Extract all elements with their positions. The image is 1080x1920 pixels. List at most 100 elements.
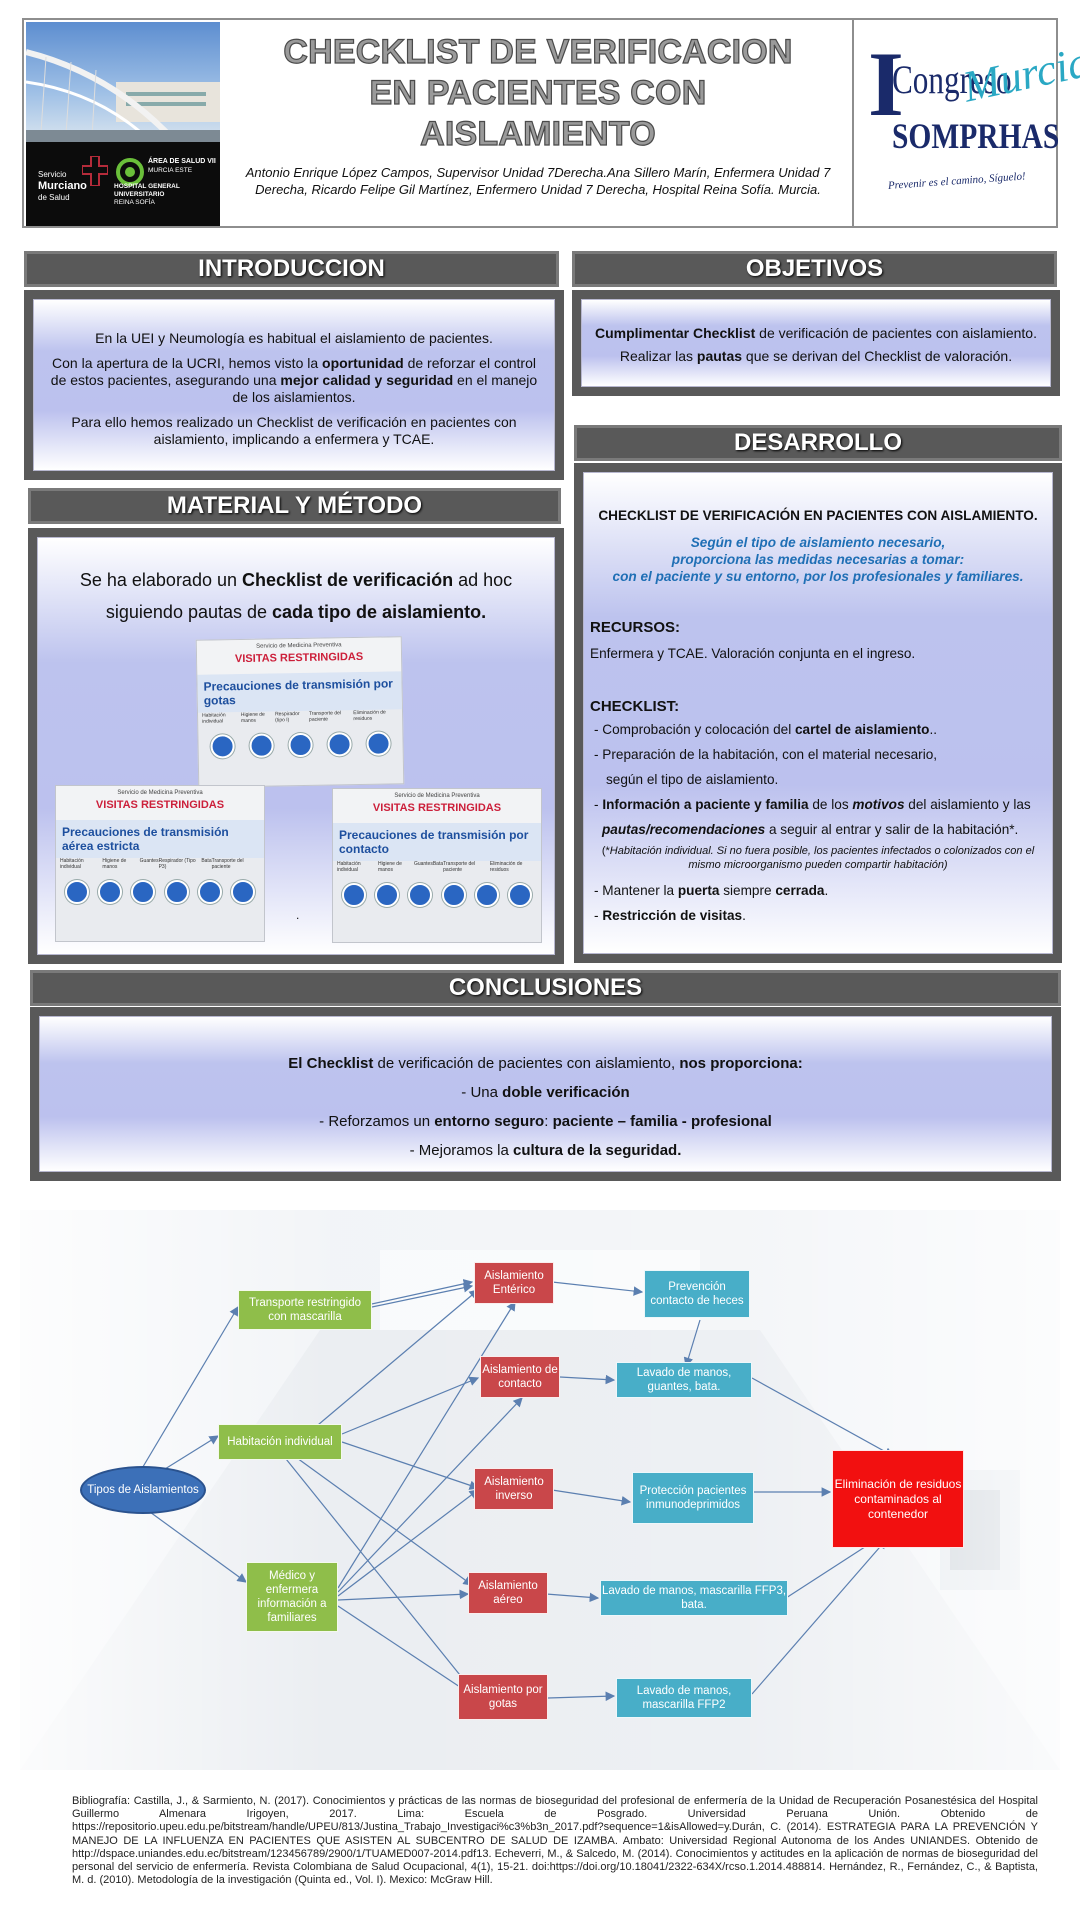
- objetivos-heading: OBJETIVOS: [572, 251, 1057, 287]
- checklist-item-5: - Restricción de visitas.: [594, 908, 746, 923]
- node-gotas: Aislamiento por gotas: [458, 1674, 548, 1720]
- conclusion-line-1: El Checklist de verificación de paciente…: [288, 1055, 803, 1072]
- sms-sub: de Salud: [38, 192, 70, 202]
- checklist-item-4: - Mantener la puerta siempre cerrada.: [594, 883, 829, 898]
- authors: Antonio Enrique López Campos, Supervisor…: [245, 165, 831, 197]
- checklist-label: CHECKLIST:: [590, 698, 680, 715]
- conclusion-line-2: - Una doble verificación: [461, 1084, 630, 1101]
- sign-restricted: VISITAS RESTRINGIDAS: [95, 799, 225, 811]
- node-contacto: Aislamiento de contacto: [480, 1356, 560, 1398]
- objetivos-text: Cumplimentar Checklist de verificación d…: [582, 300, 1050, 366]
- sign-title: Precauciones de transmisión aérea estric…: [56, 820, 264, 858]
- material-line-1: Se ha elaborado un Checklist de verifica…: [79, 570, 513, 590]
- sign-icons: [198, 721, 403, 763]
- desarrollo-subtitle: Según el tipo de aislamiento necesario, …: [612, 535, 1024, 584]
- waste-icon: [508, 883, 533, 907]
- sign-contacto: Servicio de Medicina Preventiva VISITAS …: [332, 788, 542, 943]
- wheelchair-icon: [231, 880, 256, 904]
- node-medico: Médico y enfermera información a familia…: [246, 1562, 338, 1632]
- stray-dot: .: [296, 908, 300, 922]
- sign-icons: [56, 870, 264, 908]
- sms-logo: Servicio Murciano de Salud: [38, 170, 108, 202]
- objetivos-p2: Realizar las pautas que se derivan del C…: [619, 348, 1013, 364]
- header-center: CHECKLIST DE VERIFICACION EN PACIENTES C…: [222, 20, 854, 226]
- conclusion-line-4: - Mejoramos la cultura de la seguridad.: [409, 1142, 682, 1159]
- material-text: Se ha elaborado un Checklist de verifica…: [38, 538, 554, 628]
- conclusiones-heading: CONCLUSIONES: [30, 970, 1061, 1006]
- area-salud: ÁREA DE SALUD VII: [148, 158, 216, 165]
- node-lavado-bata: Lavado de manos, guantes, bata.: [616, 1362, 752, 1398]
- node-tipos: Tipos de Aislamientos: [80, 1466, 206, 1514]
- sign-service: Servicio de Medicina Preventiva: [394, 793, 480, 799]
- bridge-illustration: [26, 49, 220, 142]
- handwash-icon: [249, 733, 274, 758]
- sign-title: Precauciones de transmisión por gotas: [197, 671, 402, 713]
- recursos-label: RECURSOS:: [590, 619, 681, 636]
- bibliography: Bibliografía: Castilla, J., & Sarmiento,…: [72, 1795, 1038, 1887]
- conclusiones-inner: El Checklist de verificación de paciente…: [39, 1016, 1052, 1172]
- door-icon: [64, 880, 89, 904]
- node-aereo: Aislamiento aéreo: [468, 1572, 548, 1614]
- congress-logo: I Congreso Murcia SOMPRHAS Prevenir es e…: [854, 20, 1080, 226]
- gloves-icon: [408, 883, 433, 907]
- sign-gotas: Servicio de Medicina Preventiva VISITAS …: [195, 636, 405, 788]
- node-lavado-ffp3: Lavado de manos, mascarilla FFP3, bata.: [600, 1580, 788, 1616]
- node-lavado-ffp2: Lavado de manos, mascarilla FFP2: [616, 1678, 752, 1718]
- wheelchair-icon: [327, 732, 352, 757]
- intro-p2: Con la apertura de la UCRI, hemos visto …: [50, 355, 538, 405]
- intro-heading: INTRODUCCION: [24, 251, 559, 287]
- desarrollo-inner: CHECKLIST DE VERIFICACIÓN EN PACIENTES C…: [583, 472, 1053, 954]
- material-heading: MATERIAL Y MÉTODO: [28, 488, 561, 524]
- sign-title: Precauciones de transmisión por contacto: [333, 823, 541, 861]
- isolation-flow-diagram: Tipos de Aislamientos Transporte restrin…: [20, 1210, 1060, 1770]
- desarrollo-heading: DESARROLLO: [574, 425, 1062, 461]
- congress-murcia: Murcia: [958, 36, 1080, 112]
- checklist-item-3: - Información a paciente y familia de lo…: [594, 797, 1031, 812]
- node-transporte: Transporte restringido con mascarilla: [238, 1290, 372, 1330]
- checklist-note: (*Habitación individual. Si no fuera pos…: [601, 845, 1035, 871]
- checklist-item-2: - Preparación de la habitación, con el m…: [594, 747, 938, 762]
- sign-captions: Habitación individual Higiene de manos G…: [337, 861, 523, 873]
- congress-roman: I: [868, 33, 904, 135]
- objetivos-panel: Cumplimentar Checklist de verificación d…: [572, 290, 1060, 396]
- desarrollo-panel: CHECKLIST DE VERIFICACIÓN EN PACIENTES C…: [574, 463, 1062, 963]
- node-eliminacion: Eliminación de residuos contaminados al …: [832, 1450, 964, 1548]
- poster-header: Servicio Murciano de Salud ÁREA DE SALUD…: [22, 18, 1080, 228]
- intro-text: En la UEI y Neumología es habitual el ai…: [34, 300, 554, 448]
- title-line-2: EN PACIENTES CON: [369, 73, 707, 112]
- sign-restricted: VISITAS RESTRINGIDAS: [234, 650, 364, 666]
- congress-somprhas: SOMPRHAS: [892, 116, 1060, 156]
- hospital-logo-icon: [116, 158, 144, 186]
- title-line-1: CHECKLIST DE VERIFICACION: [283, 32, 793, 71]
- sign-captions: Habitación individual Higiene de manos G…: [60, 858, 244, 870]
- intro-p3: Para ello hemos realizado un Checklist d…: [71, 414, 517, 447]
- gloves-icon: [131, 880, 156, 904]
- mask-icon: [288, 732, 313, 758]
- conclusiones-panel: El Checklist de verificación de paciente…: [30, 1007, 1061, 1181]
- conclusion-line-3: - Reforzamos un entorno seguro: paciente…: [319, 1113, 772, 1130]
- handwash-icon: [374, 883, 399, 907]
- handwash-icon: [97, 880, 122, 904]
- checklist-item-2b: según el tipo de aislamiento.: [606, 772, 779, 787]
- desarrollo-text: CHECKLIST DE VERIFICACIÓN EN PACIENTES C…: [584, 473, 1052, 928]
- intro-p1: En la UEI y Neumología es habitual el ai…: [95, 330, 493, 346]
- sign-aerea: Servicio de Medicina Preventiva VISITAS …: [55, 785, 265, 942]
- objetivos-inner: Cumplimentar Checklist de verificación d…: [581, 299, 1051, 387]
- header-photo: Servicio Murciano de Salud ÁREA DE SALUD…: [26, 22, 220, 226]
- intro-inner: En la UEI y Neumología es habitual el ai…: [33, 299, 555, 471]
- wheelchair-icon: [474, 883, 499, 907]
- sign-icons: [333, 873, 541, 911]
- congress-tagline: Prevenir es el camino, Síguelo!: [887, 170, 1027, 192]
- gown-icon: [441, 883, 466, 907]
- node-proteccion: Protección pacientes inmunodeprimidos: [632, 1472, 754, 1524]
- node-habitacion: Habitación individual: [218, 1424, 342, 1460]
- hospital-name: HOSPITAL GENERAL UNIVERSITARIO: [114, 182, 180, 198]
- conclusiones-text: El Checklist de verificación de paciente…: [40, 1017, 1051, 1165]
- sign-service: Servicio de Medicina Preventiva: [117, 790, 203, 796]
- congress-word: Congreso: [892, 57, 1012, 102]
- checklist-item-3b: pautas/recomendaciones a seguir al entra…: [602, 822, 1019, 837]
- waste-icon: [366, 731, 392, 756]
- diagram-arrows: [127, 1279, 895, 1702]
- hospital-logo-text: ÁREA DE SALUD VII MURCIA ESTE HOSPITAL G…: [114, 158, 218, 207]
- sms-service: Servicio: [38, 170, 67, 179]
